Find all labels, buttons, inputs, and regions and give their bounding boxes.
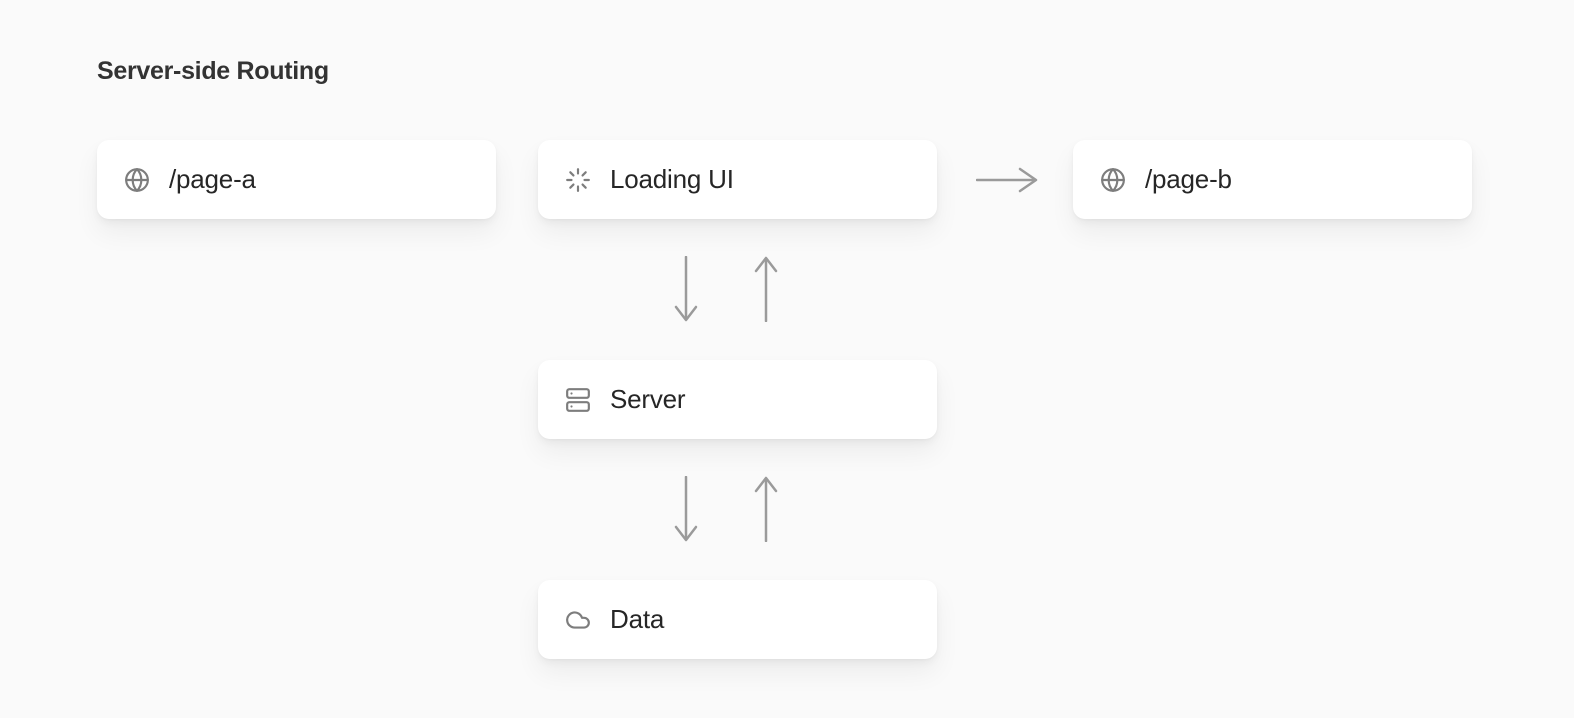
arrow-up-icon <box>754 256 778 322</box>
cloud-icon <box>565 607 591 633</box>
node-label: /page-b <box>1145 164 1232 194</box>
node-page-a: /page-a <box>97 140 496 219</box>
node-label: Server <box>610 384 686 414</box>
node-data: Data <box>538 580 937 659</box>
node-loading-ui: Loading UI <box>538 140 937 219</box>
diagram-title: Server-side Routing <box>97 57 329 85</box>
server-icon <box>565 387 591 413</box>
node-server: Server <box>538 360 937 439</box>
arrow-down-icon <box>674 476 698 542</box>
globe-icon <box>1100 167 1126 193</box>
arrow-right-icon <box>976 164 1038 196</box>
node-label: Data <box>610 604 665 634</box>
node-label: Loading UI <box>610 164 734 194</box>
arrow-up-icon <box>754 476 778 542</box>
node-page-b: /page-b <box>1073 140 1472 219</box>
globe-icon <box>124 167 150 193</box>
loader-icon <box>565 167 591 193</box>
node-label: /page-a <box>169 164 256 194</box>
arrow-down-icon <box>674 256 698 322</box>
